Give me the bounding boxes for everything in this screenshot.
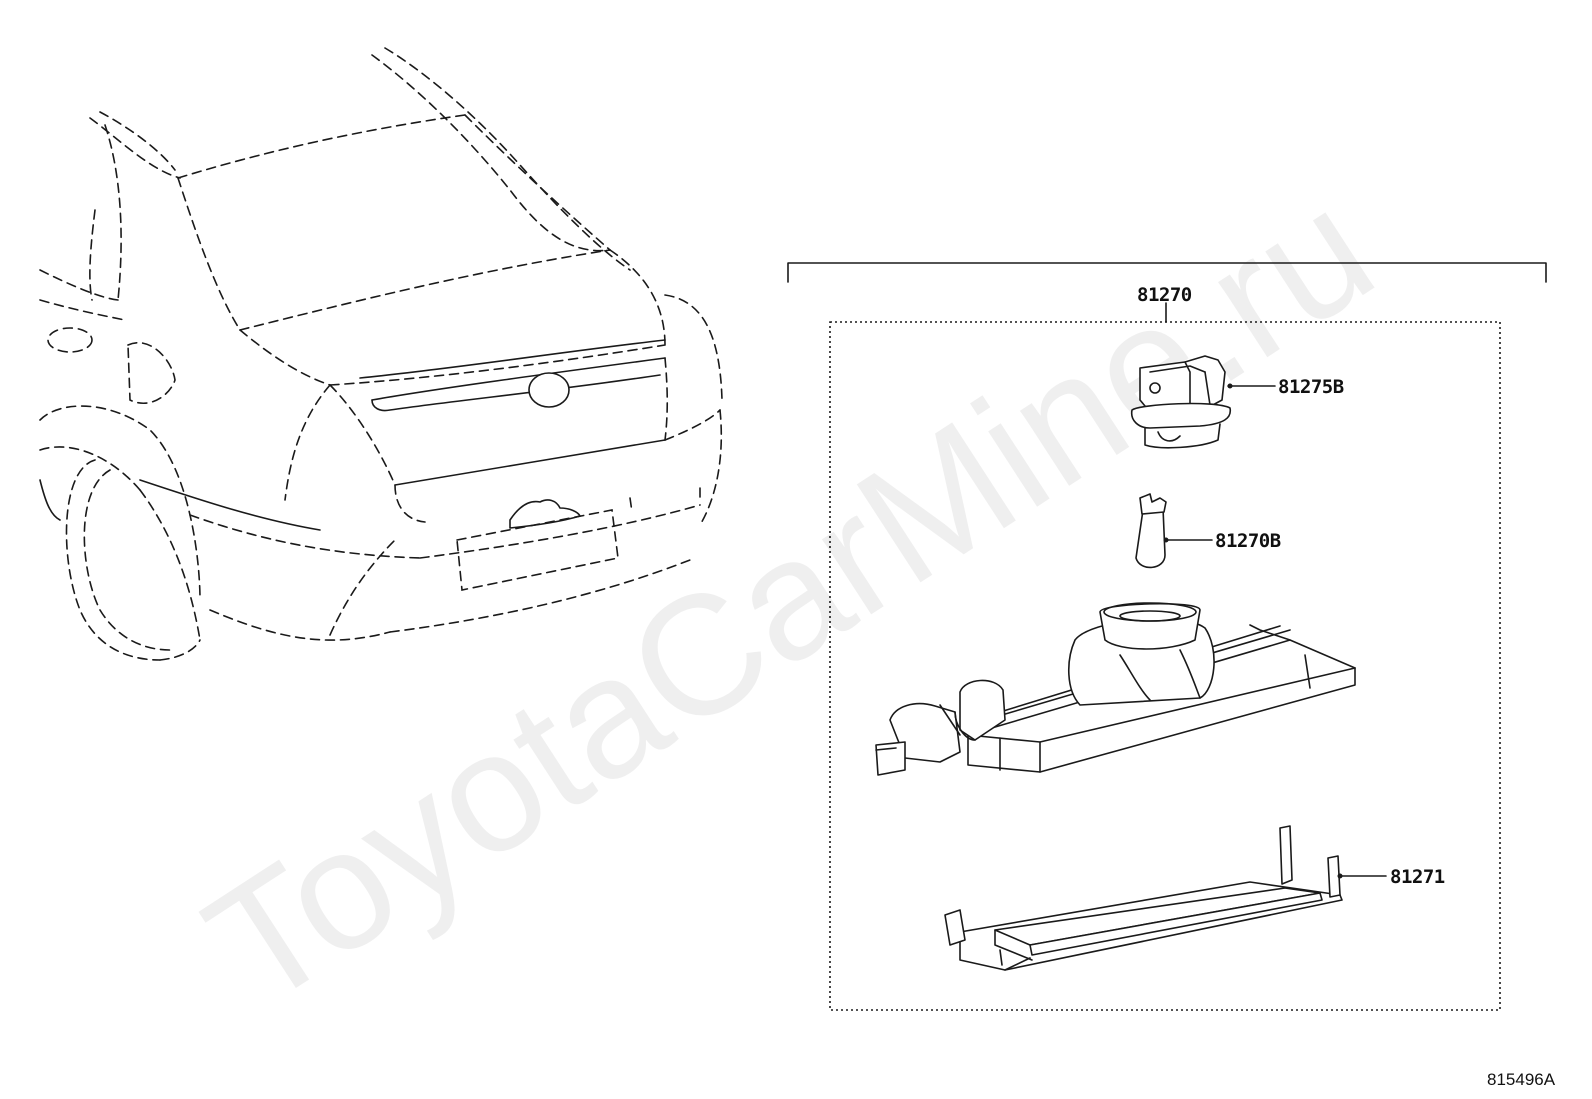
socket-part [1130,355,1276,449]
label-bulb-81270b: 81270B [1215,530,1281,552]
label-socket-81275b: 81275B [1278,376,1344,398]
car-rear-illustration [39,47,723,661]
bulb-part [1135,493,1213,569]
assembly-bracket [787,262,1547,323]
assembly-box [829,321,1501,1011]
label-assembly-81270: 81270 [1137,284,1192,306]
lens-part [944,825,1387,971]
lamp-housing-part [875,602,1356,776]
label-lens-81271: 81271 [1390,866,1445,888]
diagram-id: 815496A [1487,1070,1556,1089]
